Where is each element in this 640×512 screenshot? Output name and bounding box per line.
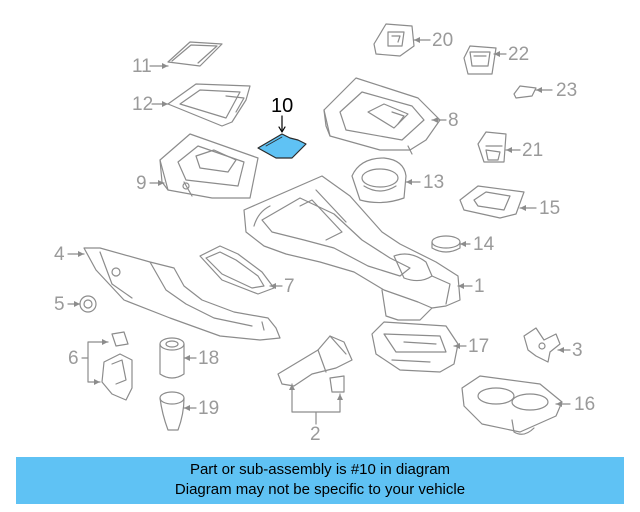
callout-16: 16 (574, 394, 596, 415)
callout-23: 23 (556, 80, 578, 101)
callout-11: 11 (132, 56, 152, 77)
callout-18: 18 (198, 348, 220, 369)
callout-1: 1 (474, 276, 485, 297)
callout-15: 15 (539, 198, 561, 219)
part-14-cap[interactable] (431, 235, 461, 253)
part-17-module[interactable] (371, 321, 459, 373)
banner-line-1: Part or sub-assembly is #10 in diagram (189, 461, 451, 478)
part-15-frame[interactable] (459, 185, 525, 219)
arrowheads (74, 37, 564, 411)
callout-12: 12 (132, 94, 154, 115)
callout-7: 7 (284, 276, 295, 297)
part-8-storage-bin[interactable] (323, 77, 441, 155)
part-11-tray-pad[interactable] (167, 41, 223, 67)
part-21-switch[interactable] (477, 131, 507, 163)
callout-14: 14 (473, 234, 495, 255)
callout-6: 6 (68, 348, 79, 369)
part-19-socket[interactable] (159, 391, 185, 431)
callout-4: 4 (54, 244, 65, 265)
part-3-bracket[interactable] (523, 327, 561, 363)
callout-19: 19 (198, 398, 220, 419)
part-12-tray-insert[interactable] (167, 83, 251, 127)
leader-6 (81, 341, 109, 383)
callout-17: 17 (468, 336, 490, 357)
callout-21: 21 (522, 140, 544, 161)
callout-3: 3 (572, 340, 583, 361)
part-6-bracket[interactable] (101, 331, 133, 401)
callout-10: 10 (271, 95, 294, 117)
part-9-shifter-bezel[interactable] (159, 133, 259, 199)
callout-8: 8 (448, 110, 459, 131)
part-20-switch[interactable] (373, 23, 415, 57)
part-1-console[interactable] (243, 175, 461, 321)
part-23-cap[interactable] (513, 85, 537, 99)
part-18-socket[interactable] (159, 337, 185, 379)
callout-9: 9 (136, 173, 147, 194)
part-16-cupholder-tray[interactable] (461, 375, 563, 435)
part-5-button[interactable] (79, 295, 97, 313)
callout-5: 5 (54, 294, 65, 315)
callout-2: 2 (310, 424, 321, 445)
part-2-bracket[interactable] (277, 335, 353, 393)
callout-22: 22 (508, 44, 530, 65)
part-4-side-panel[interactable] (83, 247, 281, 341)
part-10-highlighted[interactable] (257, 133, 307, 159)
leader-2 (291, 383, 341, 425)
parts-diagram (67, 23, 571, 435)
part-13-cupholder[interactable] (351, 157, 407, 204)
callout-20: 20 (432, 30, 454, 51)
callout-13: 13 (423, 172, 445, 193)
info-banner: Part or sub-assembly is #10 in diagram D… (16, 457, 624, 504)
banner-line-2: Diagram may not be specific to your vehi… (174, 481, 466, 498)
part-22-outlet[interactable] (463, 45, 497, 75)
part-7-trim[interactable] (199, 245, 275, 295)
leader-10-arrow (278, 126, 286, 133)
